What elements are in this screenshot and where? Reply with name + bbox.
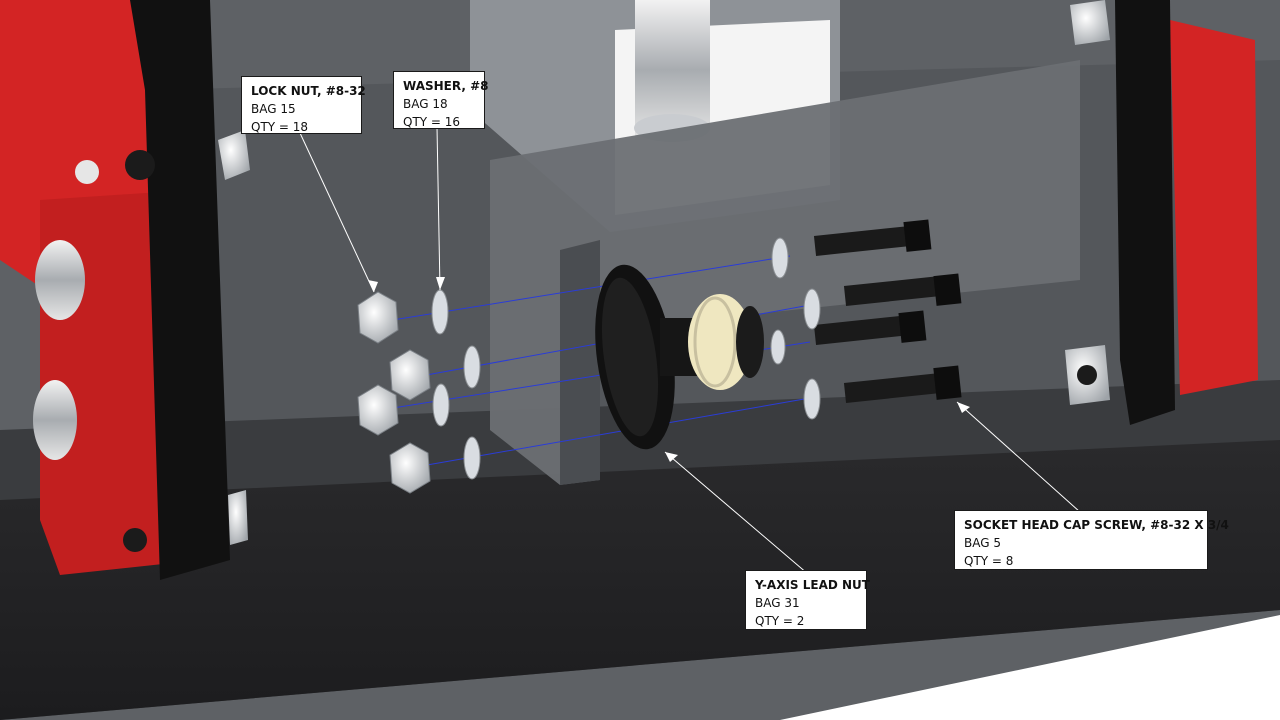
bracket-edge [560, 240, 600, 485]
cap-screw-4-head [933, 365, 962, 400]
callout-y-axis-lead-nut: Y-AXIS LEAD NUT BAG 31 QTY = 2 [745, 570, 870, 630]
lock-nuts [357, 291, 431, 494]
left-black-plate [130, 0, 230, 580]
lead-nut-bag: BAG 31 [755, 596, 800, 610]
lead-nut-black-ring [736, 306, 764, 378]
lead-nut-qty: QTY = 2 [755, 614, 805, 628]
socket-screw-qty: QTY = 8 [964, 554, 1014, 568]
socket-screw-bag: BAG 5 [964, 536, 1001, 550]
leader-lines [299, 126, 1081, 575]
callout-lock-nut: LOCK NUT, #8-32 BAG 15 QTY = 18 [241, 76, 366, 134]
lock-nut-bag: BAG 15 [251, 102, 296, 116]
callout-washer: WASHER, #8 BAG 18 QTY = 16 [393, 71, 489, 129]
left-wheel-2 [33, 380, 77, 460]
white-corner [780, 615, 1280, 720]
left-bolt-1 [125, 150, 155, 180]
left-wheel-1 [35, 240, 85, 320]
right-washers [770, 237, 821, 420]
cap-screw-3-head [898, 310, 927, 343]
lock-nut-title: LOCK NUT, #8-32 [251, 84, 366, 98]
cap-screw-3-thread [813, 315, 906, 345]
right-black-plate [1115, 0, 1175, 425]
left-hex-nut-top [218, 130, 250, 180]
washer-title: WASHER, #8 [403, 79, 489, 93]
left-bolt-2 [123, 528, 147, 552]
washer-bag: BAG 18 [403, 97, 448, 111]
cap-screw-2-head [933, 273, 962, 306]
right-nut-center [1077, 365, 1097, 385]
cap-screw-1-thread [813, 226, 911, 256]
socket-screw-title: SOCKET HEAD CAP SCREW, #8-32 X 3/4 [964, 518, 1229, 532]
cap-screw-4-thread [843, 372, 946, 403]
right-red-block [1170, 20, 1258, 395]
left-screw-head [75, 160, 99, 184]
socket-head-cap-screws [813, 219, 962, 403]
left-hex-nut-bottom [228, 490, 248, 545]
lock-nut-qty: QTY = 18 [251, 120, 309, 134]
left-washers [431, 289, 481, 480]
lead-nut-title: Y-AXIS LEAD NUT [755, 578, 870, 592]
lead-nut-bushing [688, 294, 752, 390]
washer-qty: QTY = 16 [403, 115, 461, 129]
lead-nut-bushing-ring [693, 296, 737, 388]
callout-socket-head-cap-screw: SOCKET HEAD CAP SCREW, #8-32 X 3/4 BAG 5… [954, 510, 1229, 570]
cap-screw-1-head [903, 219, 932, 252]
lead-nut-flange-face [601, 277, 659, 437]
leader-arrowheads [368, 277, 970, 462]
cap-screw-2-thread [843, 275, 946, 306]
right-hex-nut-top [1070, 0, 1110, 45]
